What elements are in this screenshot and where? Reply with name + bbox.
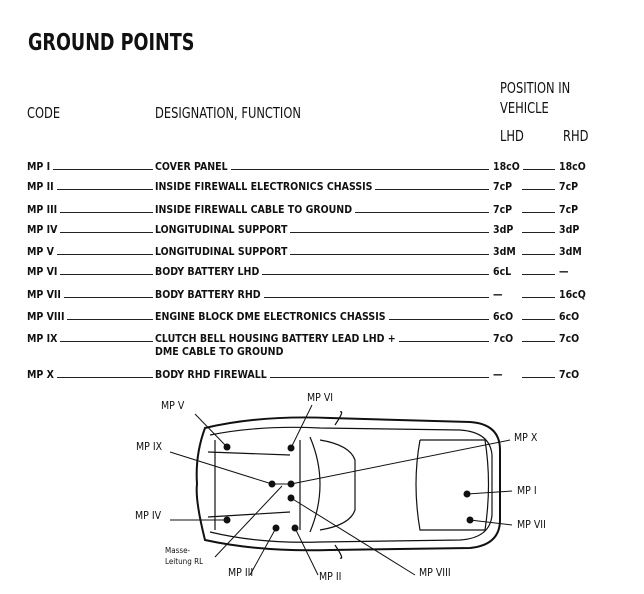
row-rhd: 7cP — [557, 181, 582, 193]
header-designation: DESIGNATION, FUNCTION — [155, 104, 301, 122]
row-rhd: — — [557, 266, 572, 278]
row-rhd: 7cO — [557, 333, 583, 345]
header-position-2: VEHICLE — [500, 99, 549, 117]
table-row: MP IV LONGITUDINAL SUPPORT 3dP 3dP — [27, 224, 587, 240]
row-designation: BODY BATTERY LHD — [155, 266, 263, 278]
row-rhd: 7cO — [557, 369, 583, 381]
leader-lines — [169, 404, 513, 576]
row-code: MP VIII — [27, 311, 68, 323]
row-designation: BODY RHD FIREWALL — [155, 369, 270, 381]
row-designation: LONGITUDINAL SUPPORT — [155, 246, 291, 258]
table-row: MP V LONGITUDINAL SUPPORT 3dM 3dM — [27, 246, 587, 262]
row-designation: COVER PANEL — [155, 161, 231, 173]
row-designation: INSIDE FIREWALL ELECTRONICS CHASSIS — [155, 181, 376, 193]
row-rhd: 3dM — [557, 246, 585, 258]
row-lhd: 7cP — [491, 204, 516, 216]
table-row: MP III INSIDE FIREWALL CABLE TO GROUND 7cP… — [27, 204, 587, 220]
ground-point-dots — [223, 443, 474, 532]
label-mp9: MP IX — [136, 441, 163, 453]
table-row: MP VI BODY BATTERY LHD 6cL — — [27, 266, 587, 282]
label-mp8: MP VIII — [419, 567, 451, 579]
label-mp1: MP I — [517, 485, 537, 497]
row-code: MP VII — [27, 289, 64, 301]
row-code: MP I — [27, 161, 54, 173]
table-row: MP IX CLUTCH BELL HOUSING BATTERY LEAD LH… — [27, 333, 587, 358]
row-designation: ENGINE BLOCK DME ELECTRONICS CHASSIS — [155, 311, 389, 323]
row-lhd: 18cO — [491, 161, 523, 173]
label-mp2: MP II — [319, 571, 342, 583]
row-designation-cont: DME CABLE TO GROUND — [155, 346, 287, 358]
row-designation: BODY BATTERY RHD — [155, 289, 264, 301]
table-row: MP VIII ENGINE BLOCK DME ELECTRONICS CHAS… — [27, 311, 587, 327]
label-mp3: MP III — [228, 567, 254, 579]
row-rhd: 6cO — [557, 311, 583, 323]
table-row: MP VII BODY BATTERY RHD — 16cQ — [27, 289, 589, 305]
row-lhd: 6cO — [491, 311, 517, 323]
label-mp7: MP VII — [517, 519, 546, 531]
car-outline — [195, 411, 501, 559]
row-code: MP VI — [27, 266, 61, 278]
label-mp4: MP IV — [135, 510, 162, 522]
row-code: MP II — [27, 181, 57, 193]
table-row: MP X BODY RHD FIREWALL — 7cO — [27, 369, 587, 385]
row-rhd: 3dP — [557, 224, 583, 236]
header-position-1: POSITION IN — [500, 79, 571, 97]
row-code: MP V — [27, 246, 57, 258]
row-designation: CLUTCH BELL HOUSING BATTERY LEAD LHD + — [155, 333, 399, 345]
row-rhd: 18cO — [557, 161, 589, 173]
row-lhd: — — [491, 289, 506, 301]
label-mp10: MP X — [514, 432, 538, 444]
header-code: CODE — [27, 104, 61, 122]
header-rhd: RHD — [563, 127, 589, 145]
row-lhd: 7cP — [491, 181, 516, 193]
page-title: GROUND POINTS — [28, 30, 195, 56]
row-lhd: 3dM — [491, 246, 519, 258]
row-designation: INSIDE FIREWALL CABLE TO GROUND — [155, 204, 356, 216]
table-row: MP I COVER PANEL 18cO 18cO — [27, 161, 589, 177]
row-lhd: 6cL — [491, 266, 515, 278]
row-designation: LONGITUDINAL SUPPORT — [155, 224, 291, 236]
row-rhd: 16cQ — [557, 289, 589, 301]
header-lhd: LHD — [500, 127, 524, 145]
table-row: MP II INSIDE FIREWALL ELECTRONICS CHASSIS… — [27, 181, 587, 197]
row-lhd: 7cO — [491, 333, 517, 345]
row-lhd: — — [491, 369, 506, 381]
row-code: MP IX — [27, 333, 61, 345]
row-lhd: 3dP — [491, 224, 517, 236]
row-code: MP III — [27, 204, 61, 216]
row-code: MP X — [27, 369, 57, 381]
label-masse-1: Masse- — [165, 546, 191, 555]
row-code: MP IV — [27, 224, 61, 236]
label-masse-2: Leitung RL — [165, 557, 204, 566]
label-mp5: MP V — [161, 400, 185, 412]
row-rhd: 7cP — [557, 204, 582, 216]
label-mp6: MP VI — [307, 392, 334, 404]
